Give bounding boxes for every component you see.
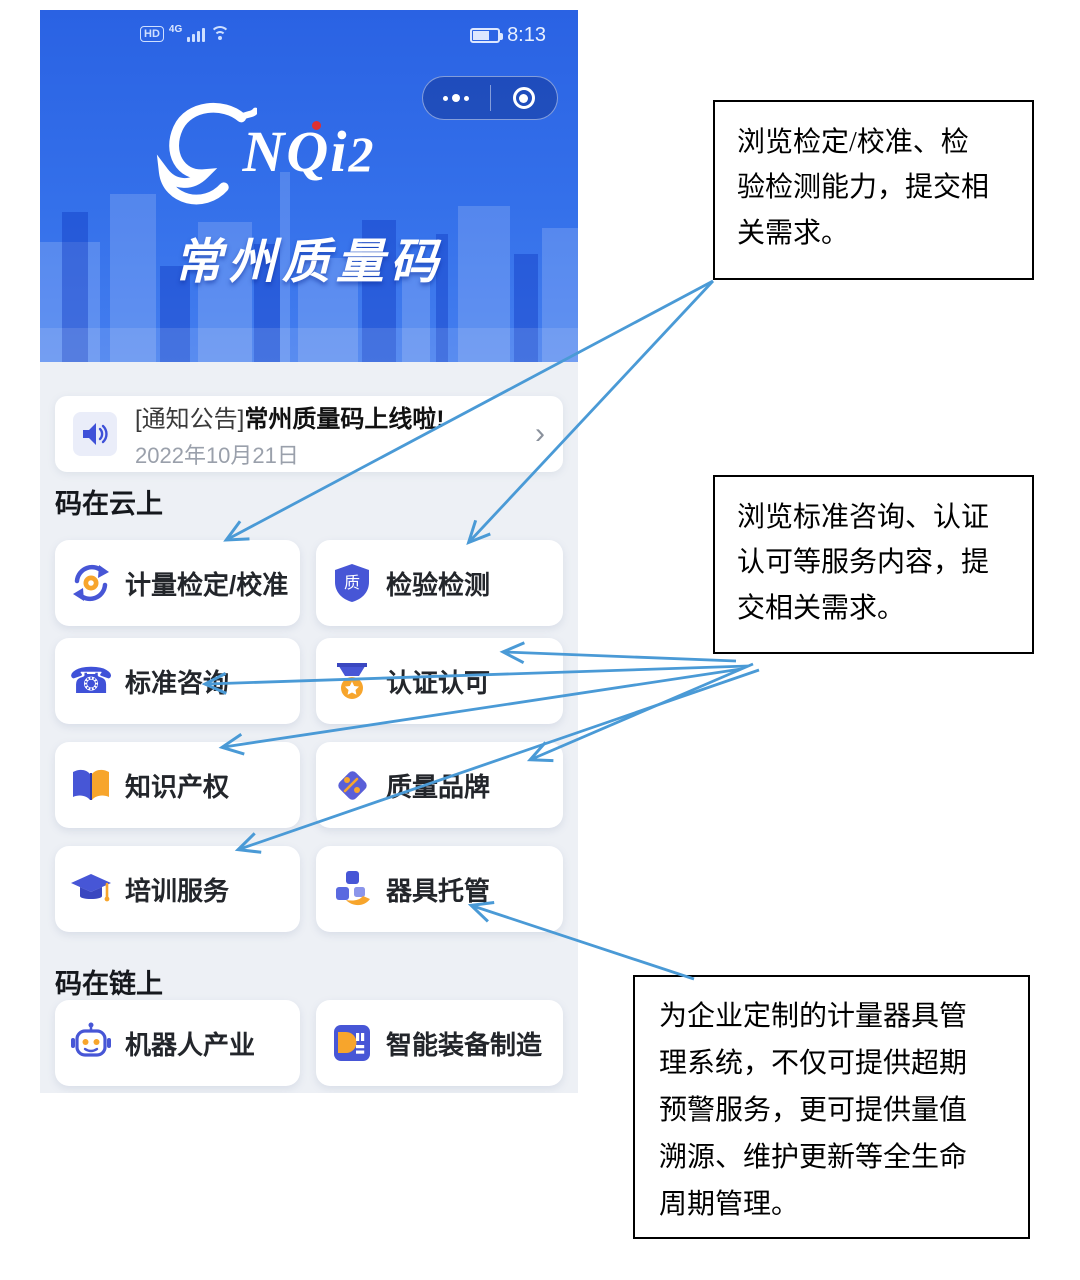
- service-card-standards[interactable]: ☎ 标准咨询: [55, 638, 300, 724]
- nqi-logo: NQi2: [40, 102, 578, 205]
- service-card-smart-equipment[interactable]: 智能装备制造: [316, 1000, 563, 1086]
- service-card-robot[interactable]: 机器人产业: [55, 1000, 300, 1086]
- instrument-custody-icon: [330, 867, 374, 911]
- more-options-icon[interactable]: [423, 94, 490, 102]
- service-card-certification[interactable]: 认证认可: [316, 638, 563, 724]
- status-bar: HD 4G 8:13: [40, 24, 578, 52]
- service-card-inspection[interactable]: 质 检验检测: [316, 540, 563, 626]
- hd-icon: HD: [140, 26, 164, 42]
- signal-bars-icon: [187, 26, 206, 42]
- clock-time: 8:13: [507, 24, 546, 46]
- tag-icon: [330, 763, 374, 807]
- notice-texts: [通知公告]常州质量码上线啦! 2022年10月21日: [135, 399, 535, 470]
- service-card-ip[interactable]: 知识产权: [55, 742, 300, 828]
- app-title: 常州质量码: [173, 236, 444, 289]
- service-card-training[interactable]: 培训服务: [55, 846, 300, 932]
- book-icon: [69, 763, 113, 807]
- mini-program-screen: HD 4G 8:13: [40, 10, 578, 1093]
- service-card-metrology[interactable]: 计量检定/校准: [55, 540, 300, 626]
- medal-icon: [330, 659, 374, 703]
- service-label: 标准咨询: [125, 667, 230, 698]
- wifi-icon: [210, 26, 231, 42]
- service-label: 智能装备制造: [386, 1029, 543, 1060]
- service-label: 计量检定/校准: [125, 569, 289, 600]
- notice-banner[interactable]: [通知公告]常州质量码上线啦! 2022年10月21日 ›: [55, 396, 563, 472]
- chevron-right-icon[interactable]: ›: [535, 417, 545, 450]
- svg-text:质: 质: [344, 574, 360, 592]
- speaker-icon: [73, 412, 117, 456]
- service-label: 检验检测: [386, 569, 491, 600]
- miniprogram-capsule[interactable]: [422, 76, 558, 120]
- service-card-custody[interactable]: 器具托管: [316, 846, 563, 932]
- app-header: HD 4G 8:13: [40, 10, 578, 362]
- battery-icon: [470, 28, 504, 43]
- notice-date: 2022年10月21日: [135, 442, 299, 468]
- service-card-brand[interactable]: 质量品牌: [316, 742, 563, 828]
- callout-standards-services: 浏览标准咨询、认证认可等服务内容，提交相关需求。: [713, 475, 1034, 654]
- inspection-shield-icon: 质: [330, 561, 374, 605]
- close-home-icon[interactable]: [491, 87, 558, 109]
- robot-icon: [69, 1021, 113, 1065]
- capsule-divider: [489, 85, 491, 111]
- notice-tag: [通知公告]: [135, 405, 245, 433]
- smart-equipment-icon: [330, 1021, 374, 1065]
- callout-verification-capability: 浏览检定/校准、检验检测能力，提交相关需求。: [713, 100, 1034, 280]
- service-label: 器具托管: [386, 875, 491, 906]
- section-title-cloud: 码在云上: [55, 489, 163, 519]
- status-right-icons: 8:13: [470, 24, 546, 47]
- callout-instrument-management: 为企业定制的计量器具管理系统，不仅可提供超期预警服务，更可提供量值溯源、维护更新…: [633, 975, 1030, 1239]
- logo-red-dot: [312, 121, 322, 130]
- logo-text: NQi2: [242, 119, 376, 184]
- phone-icon: ☎: [68, 660, 114, 701]
- service-label: 知识产权: [125, 771, 230, 802]
- service-label: 培训服务: [125, 875, 230, 906]
- network-4g-icon: 4G: [168, 23, 183, 35]
- notice-title: 常州质量码上线啦!: [244, 405, 445, 433]
- metrology-icon: [69, 561, 113, 605]
- dragon-swirl-icon: [156, 102, 257, 205]
- status-left-icons: HD 4G: [140, 23, 231, 42]
- service-label: 质量品牌: [386, 771, 491, 802]
- service-label: 机器人产业: [125, 1029, 256, 1060]
- service-label: 认证认可: [386, 667, 491, 698]
- section-title-chain: 码在链上: [55, 969, 163, 999]
- graduation-cap-icon: [69, 867, 113, 911]
